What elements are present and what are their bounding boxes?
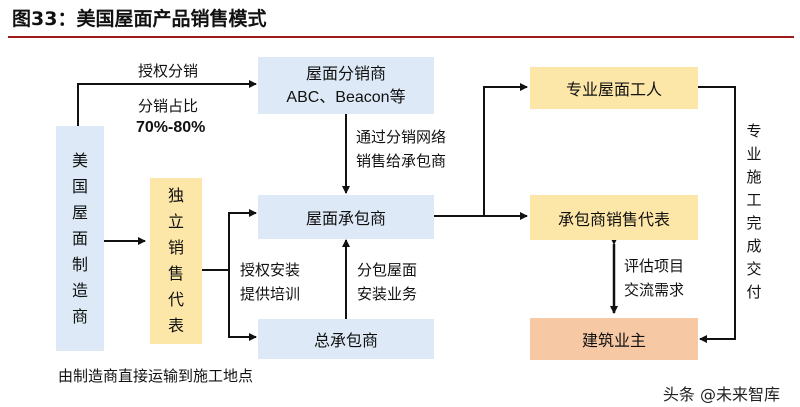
- roof-contractor-label: 屋面承包商: [305, 209, 386, 228]
- evaluate-line2: 交流需求: [624, 281, 685, 299]
- distributor-examples: ABC、Beacon等: [286, 88, 406, 106]
- construction-delivery-label: 专业施工完成交付: [746, 120, 766, 304]
- arrow-rep-to-general-contractor: [228, 270, 257, 341]
- evaluate-line1: 评估项目: [624, 257, 685, 275]
- watermark: 头条 @未来智库: [662, 385, 780, 404]
- contractor-sales-rep-box: 承包商销售代表: [530, 195, 698, 240]
- distributor-box: 屋面分销商 ABC、Beacon等: [258, 57, 434, 114]
- manufacturer-box: 美国屋面制造商: [56, 126, 104, 351]
- arrow-manufacturer-to-distributor: [77, 80, 257, 126]
- arrow-rep-to-contractor: [202, 209, 257, 271]
- authorized-distribution-label: 授权分销: [138, 62, 199, 80]
- subcontract-line1: 分包屋面: [357, 261, 418, 279]
- training-line2: 提供培训: [240, 285, 301, 303]
- figure-title: 图33：美国屋面产品销售模式: [12, 8, 267, 30]
- subcontract-line2: 安装业务: [357, 285, 418, 303]
- distribution-share-label: 分销占比: [138, 97, 199, 115]
- manufacturer-label: 美国屋面制造商: [71, 150, 88, 326]
- distributor-name: 屋面分销商: [305, 63, 386, 83]
- owner-label: 建筑业主: [581, 331, 646, 350]
- independent-sales-rep-box: 独立销售代表: [150, 178, 202, 344]
- general-contractor-box: 总承包商: [258, 319, 434, 359]
- via-network-line2: 销售给承包商: [356, 152, 447, 170]
- general-contractor-label: 总承包商: [313, 331, 378, 350]
- title-divider: [8, 36, 794, 38]
- owner-box: 建筑业主: [530, 318, 698, 360]
- arrow-contractor-to-roofer: [483, 83, 528, 216]
- roofer-label: 专业屋面工人: [565, 80, 662, 99]
- construction-delivery-text: 专业施工完成交付: [746, 122, 762, 301]
- direct-shipping-label: 由制造商直接运输到施工地点: [58, 367, 254, 385]
- training-line1: 授权安装: [240, 261, 301, 279]
- contractor-sales-rep-label: 承包商销售代表: [557, 209, 670, 229]
- independent-sales-rep-label: 独立销售代表: [167, 186, 184, 335]
- arrow-roofer-to-owner: [698, 86, 736, 343]
- distribution-share-value: 70%-80%: [136, 119, 206, 136]
- roofer-box: 专业屋面工人: [530, 67, 698, 109]
- roof-contractor-box: 屋面承包商: [258, 195, 434, 239]
- via-network-line1: 通过分销网络: [356, 128, 447, 146]
